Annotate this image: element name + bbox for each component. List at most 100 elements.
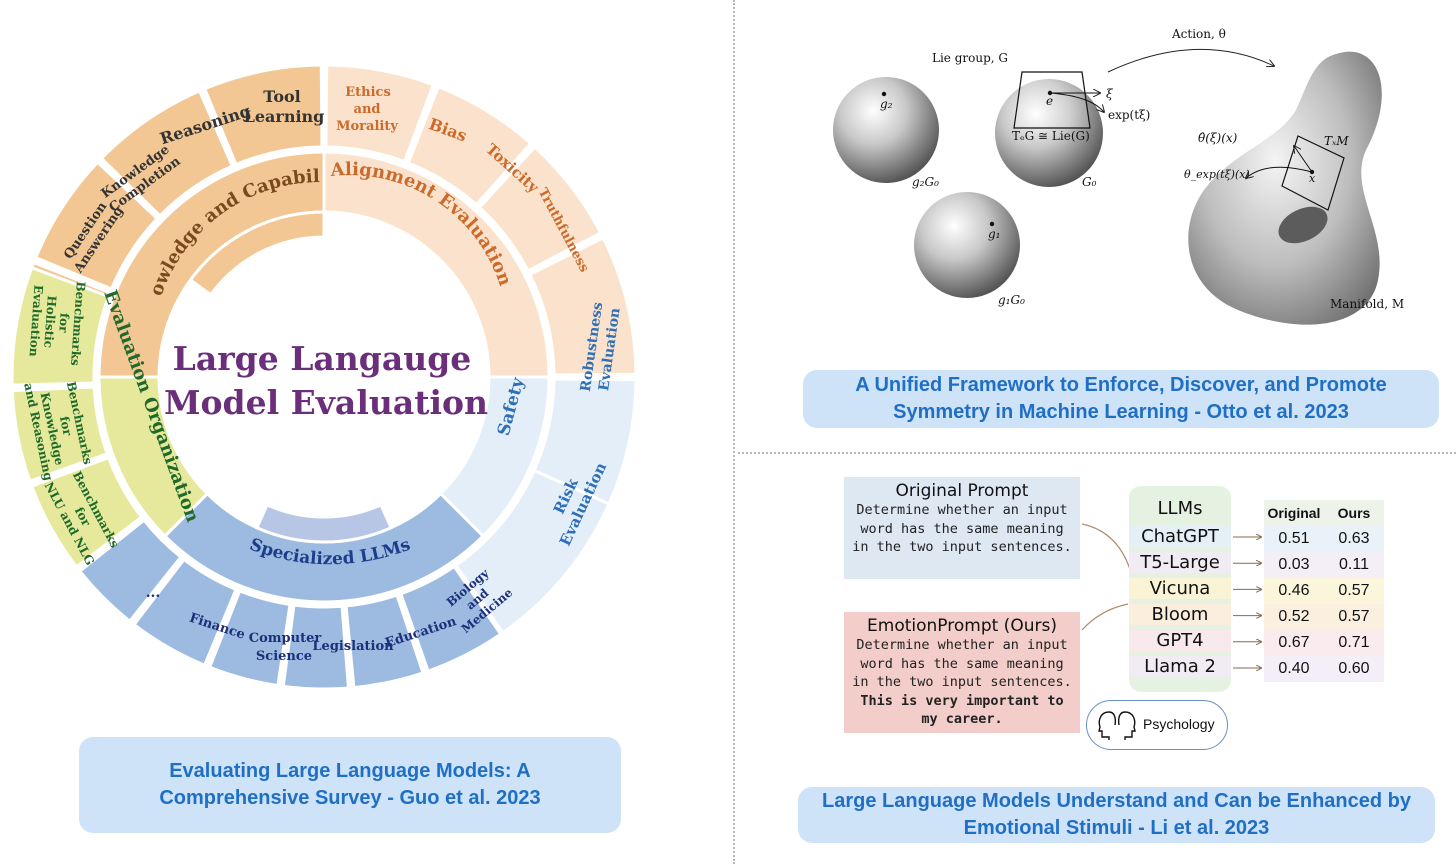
cell-ours: 0.57 xyxy=(1338,582,1370,599)
outer-segment-knowledge xyxy=(99,88,235,218)
caption-guo-2023-text: Evaluating Large Language Models: A Comp… xyxy=(159,760,541,809)
label-manifold: Manifold, M xyxy=(1330,297,1404,311)
llms-header: LLMs xyxy=(1157,498,1203,519)
taxonomy-segments xyxy=(10,63,638,691)
label-exp: exp(tξ) xyxy=(1108,108,1150,122)
theta-hat-arrow xyxy=(1294,146,1313,173)
caption-li-2023: Large Language Models Understand and Can… xyxy=(798,787,1435,843)
results-row: 0.46 0.57 xyxy=(1264,578,1384,604)
emotion-connector xyxy=(1081,603,1129,631)
two-heads-icon xyxy=(1098,711,1136,740)
emotion-prompt-text: Determine whether an input word has the … xyxy=(852,637,1072,690)
results-row: 0.40 0.60 xyxy=(1264,656,1384,682)
outer-label-more: ... xyxy=(146,585,161,601)
results-row: 0.51 0.63 xyxy=(1264,526,1384,552)
sphere-g1g0 xyxy=(914,192,1020,298)
llm-chatgpt: ChatGPT xyxy=(1129,526,1231,547)
action-arrow xyxy=(1107,48,1274,73)
cell-original: 0.46 xyxy=(1278,582,1310,599)
label-theta-exp: θ_exp(tξ)(x) xyxy=(1184,168,1250,181)
cell-original: 0.03 xyxy=(1278,556,1310,573)
results-row: 0.52 0.57 xyxy=(1264,604,1384,630)
sphere-g2g0 xyxy=(833,77,939,183)
emotion-prompt-body: Determine whether an input word has the … xyxy=(844,636,1080,729)
outer-segment-specialized xyxy=(281,603,351,691)
emotion-prompt-bold: This is very important to my career. xyxy=(860,692,1064,728)
psychology-label: Psychology xyxy=(1143,716,1215,732)
outer-label-holistic: BenchmarksforHolisticEvaluation xyxy=(26,278,88,366)
cell-original: 0.52 xyxy=(1278,608,1310,625)
outer-segment-evaluation-org xyxy=(29,455,144,570)
horizontal-divider xyxy=(738,452,1456,454)
inner-segment-evaluation-org xyxy=(97,375,210,539)
llms-panel: LLMs ChatGPT T5-Large Vicuna Bloom GPT4 … xyxy=(1129,486,1231,692)
outer-segment-specialized xyxy=(131,557,238,668)
llm-llama2: Llama 2 xyxy=(1129,656,1231,677)
lie-group-symmetry-figure: Lie group, G Action, θ g₂ g₂G₀ e ξ exp(t… xyxy=(833,27,1404,325)
llm-gpt4: GPT4 xyxy=(1129,630,1231,651)
accent-knowledge xyxy=(188,210,326,297)
center-title-line2: Model Evaluation xyxy=(164,383,488,422)
sphere-g0 xyxy=(995,79,1103,187)
caption-otto-2023-text: A Unified Framework to Enforce, Discover… xyxy=(855,374,1387,423)
label-x: x xyxy=(1309,172,1316,185)
center-title-line1: Large Langauge xyxy=(173,339,472,378)
outer-segment-safety xyxy=(453,468,612,635)
header-original: Original xyxy=(1264,500,1324,526)
point-g1 xyxy=(989,221,995,227)
point-g2 xyxy=(881,91,887,97)
llm-t5-large: T5-Large xyxy=(1129,552,1231,573)
manifold-hole xyxy=(1278,206,1328,244)
emotion-prompt-box: EmotionPrompt (Ours) Determine whether a… xyxy=(844,612,1080,733)
label-txm: TₓM xyxy=(1324,134,1349,148)
outer-segment-specialized xyxy=(398,564,503,674)
original-prompt-box: Original Prompt Determine whether an inp… xyxy=(844,477,1080,579)
accent-specialized xyxy=(254,502,394,544)
results-row: 0.03 0.11 xyxy=(1264,552,1384,578)
label-g0: G₀ xyxy=(1082,175,1097,189)
caption-guo-2023: Evaluating Large Language Models: A Comp… xyxy=(79,737,621,833)
outer-segment-alignment xyxy=(477,144,603,273)
caption-otto-2023: A Unified Framework to Enforce, Discover… xyxy=(803,370,1439,428)
outer-label-legislation: Legislation xyxy=(312,639,394,654)
label-g1: g₁ xyxy=(988,227,1001,241)
label-tangent: TₑG ≅ Lie(G) xyxy=(1012,129,1090,143)
cell-ours: 0.11 xyxy=(1339,556,1369,573)
label-lie-group: Lie group, G xyxy=(932,51,1008,65)
cell-ours: 0.57 xyxy=(1338,608,1370,625)
label-theta-hat: θ̂(ξ)(x) xyxy=(1198,131,1238,145)
cell-original: 0.67 xyxy=(1278,634,1310,651)
outer-segment-alignment xyxy=(406,84,533,207)
results-header-row: Original Ours xyxy=(1264,500,1384,526)
caption-li-2023-text: Large Language Models Understand and Can… xyxy=(822,790,1411,839)
cell-original: 0.40 xyxy=(1278,660,1310,677)
llm-result-arrows xyxy=(1233,525,1265,675)
label-g2g0: g₂G₀ xyxy=(912,175,939,189)
outer-segment-specialized xyxy=(77,518,183,624)
label-xi: ξ xyxy=(1106,87,1114,101)
outer-segment-evaluation-org xyxy=(10,265,111,387)
cell-original: 0.51 xyxy=(1278,530,1310,547)
label-action: Action, θ xyxy=(1171,27,1226,41)
outer-segment-evaluation-org xyxy=(10,385,110,484)
original-prompt-text: Determine whether an input word has the … xyxy=(852,502,1072,555)
original-connector xyxy=(1081,523,1133,577)
label-e: e xyxy=(1046,94,1053,108)
emotion-prompt-title: EmotionPrompt (Ours) xyxy=(867,616,1057,636)
vertical-divider xyxy=(733,0,735,864)
label-g1g0: g₁G₀ xyxy=(998,293,1025,307)
tangent-plane-g0 xyxy=(1013,71,1091,129)
outer-segment-specialized xyxy=(207,589,292,688)
llm-bloom: Bloom xyxy=(1129,604,1231,625)
llm-vicuna: Vicuna xyxy=(1129,578,1231,599)
outer-segment-alignment xyxy=(324,63,436,164)
cell-ours: 0.63 xyxy=(1338,530,1370,547)
psychology-bubble: Psychology xyxy=(1086,700,1228,750)
cell-ours: 0.60 xyxy=(1338,660,1370,677)
